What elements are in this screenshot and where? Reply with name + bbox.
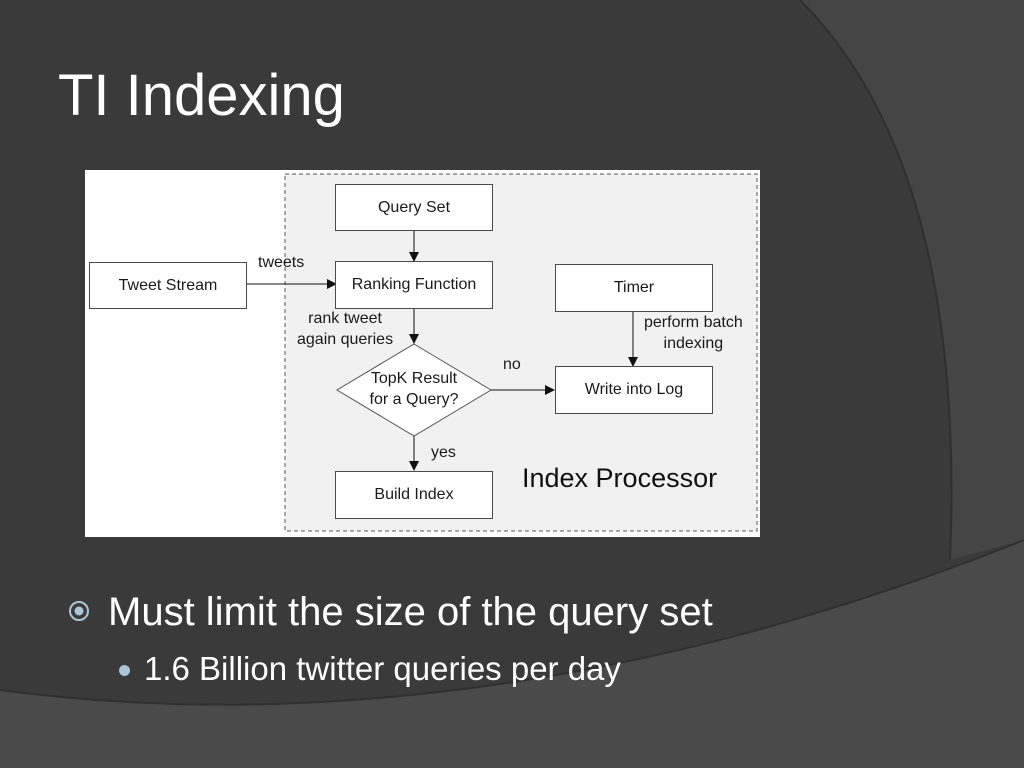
slide-title: TI Indexing xyxy=(58,63,345,128)
edge-label-batch-line-2: indexing xyxy=(663,335,724,352)
edge-label-rank-line-1: rank tweet xyxy=(308,310,382,327)
timer-box: Timer xyxy=(555,264,713,312)
topk-line-1: TopK Result xyxy=(370,370,458,387)
edge-label-no: no xyxy=(503,356,521,373)
build-index-box: Build Index xyxy=(335,471,493,519)
ranking-function-box: Ranking Function xyxy=(335,261,493,309)
dot-bullet-icon xyxy=(119,665,130,676)
edge-label-batch-line-1: perform batch xyxy=(644,314,743,331)
tweet-stream-box: Tweet Stream xyxy=(89,262,247,309)
index-processor-label: Index Processor xyxy=(522,463,718,493)
edge-label-rank-line-2: again queries xyxy=(297,331,394,348)
flowchart-connectors xyxy=(247,173,758,532)
flowchart-figure: Query Set Ranking Function Tweet Stream … xyxy=(85,170,760,537)
edge-label-tweets: tweets xyxy=(258,254,305,271)
target-bullet-icon xyxy=(69,601,89,621)
bullet-1-text: Must limit the size of the query set xyxy=(108,590,713,634)
edge-label-rank: rank tweet again queries xyxy=(297,308,393,350)
topk-line-2: for a Query? xyxy=(369,391,459,408)
bullet-2-text: 1.6 Billion twitter queries per day xyxy=(144,650,621,687)
edge-label-yes: yes xyxy=(431,444,456,461)
write-log-box: Write into Log xyxy=(555,366,713,414)
topk-decision-text: TopK Result for a Query? xyxy=(344,368,484,410)
edge-label-batch: perform batch indexing xyxy=(644,312,743,354)
query-set-box: Query Set xyxy=(335,184,493,231)
